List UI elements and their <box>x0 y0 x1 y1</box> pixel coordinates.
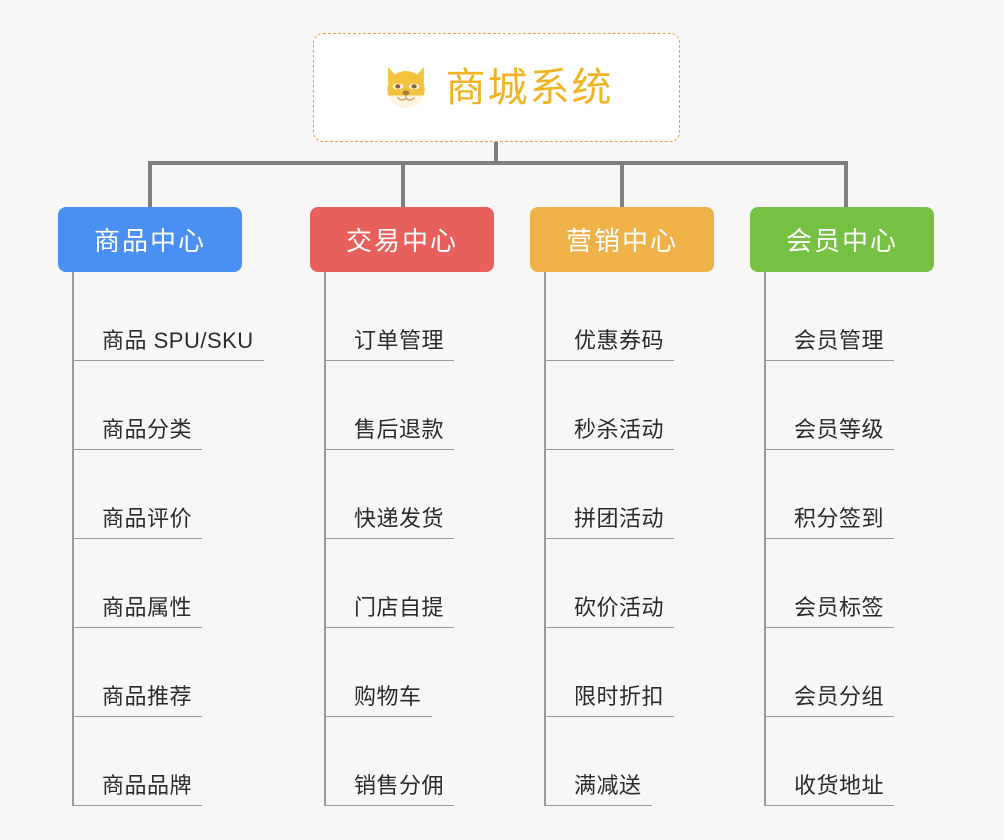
leaf-label: 秒杀活动 <box>574 417 665 442</box>
leaf-label: 订单管理 <box>354 328 445 353</box>
category-label-4: 会员中心 <box>785 226 898 256</box>
list-item[interactable]: 会员标签 <box>766 539 956 628</box>
leaf-underline <box>546 804 652 806</box>
list-item[interactable]: 限时折扣 <box>546 628 736 717</box>
leaf-underline <box>546 537 674 539</box>
leaf-underline <box>546 448 674 450</box>
leaf-label: 限时折扣 <box>574 684 665 709</box>
list-item[interactable]: 快递发货 <box>326 450 516 539</box>
leaf-underline <box>326 537 454 539</box>
leaf-list-1: 商品 SPU/SKU 商品分类 商品评价 商品属性 商品推荐 商品品牌 <box>72 272 264 806</box>
leaf-underline <box>326 448 454 450</box>
list-item[interactable]: 销售分佣 <box>326 717 516 806</box>
connector-drop-1 <box>148 161 152 207</box>
leaf-underline <box>326 715 432 717</box>
leaf-label: 快递发货 <box>354 506 445 531</box>
leaf-label: 商品品牌 <box>102 773 193 798</box>
list-item[interactable]: 门店自提 <box>326 539 516 628</box>
leaf-label: 优惠券码 <box>574 328 665 353</box>
list-item[interactable]: 商品品牌 <box>74 717 264 806</box>
leaf-underline <box>74 715 202 717</box>
leaf-underline <box>766 448 894 450</box>
leaf-label: 满减送 <box>574 773 642 798</box>
category-label-2: 交易中心 <box>345 226 458 256</box>
category-header-1[interactable]: 商品中心 <box>58 207 242 272</box>
leaf-underline <box>326 359 454 361</box>
leaf-list-4: 会员管理 会员等级 积分签到 会员标签 会员分组 收货地址 <box>764 272 956 806</box>
leaf-label: 商品属性 <box>102 595 193 620</box>
list-item[interactable]: 会员管理 <box>766 272 956 361</box>
list-item[interactable]: 会员等级 <box>766 361 956 450</box>
category-label-1: 商品中心 <box>93 226 206 256</box>
leaf-label: 会员分组 <box>794 684 885 709</box>
leaf-label: 收货地址 <box>794 773 885 798</box>
leaf-list-3: 优惠券码 秒杀活动 拼团活动 砍价活动 限时折扣 满减送 <box>544 272 736 806</box>
root-node[interactable]: 商城系统 <box>313 33 680 142</box>
leaf-label: 购物车 <box>354 684 422 709</box>
connector-drop-2 <box>401 161 405 207</box>
category-header-2[interactable]: 交易中心 <box>310 207 494 272</box>
leaf-underline <box>766 626 894 628</box>
list-item[interactable]: 商品属性 <box>74 539 264 628</box>
category-header-3[interactable]: 营销中心 <box>530 207 714 272</box>
leaf-label: 积分签到 <box>794 506 885 531</box>
leaf-label: 商品 SPU/SKU <box>102 328 254 353</box>
leaf-underline <box>766 804 894 806</box>
leaf-label: 商品分类 <box>102 417 193 442</box>
connector-horizontal-bus <box>148 161 848 165</box>
category-label-3: 营销中心 <box>565 226 678 256</box>
list-item[interactable]: 售后退款 <box>326 361 516 450</box>
list-item[interactable]: 秒杀活动 <box>546 361 736 450</box>
leaf-label: 拼团活动 <box>574 506 665 531</box>
leaf-underline <box>546 626 674 628</box>
branch-marketing-center: 营销中心 优惠券码 秒杀活动 拼团活动 砍价活动 限时折扣 <box>530 207 736 806</box>
leaf-underline <box>326 626 454 628</box>
connector-drop-4 <box>844 161 848 207</box>
leaf-underline <box>766 537 894 539</box>
leaf-label: 售后退款 <box>354 417 445 442</box>
leaf-label: 会员等级 <box>794 417 885 442</box>
list-item[interactable]: 砍价活动 <box>546 539 736 628</box>
list-item[interactable]: 商品推荐 <box>74 628 264 717</box>
leaf-underline <box>74 804 202 806</box>
leaf-label: 销售分佣 <box>354 773 445 798</box>
list-item[interactable]: 商品 SPU/SKU <box>74 272 264 361</box>
root-title: 商城系统 <box>445 65 614 110</box>
leaf-underline <box>546 715 674 717</box>
branch-product-center: 商品中心 商品 SPU/SKU 商品分类 商品评价 商品属性 商品推荐 <box>58 207 264 806</box>
leaf-list-2: 订单管理 售后退款 快递发货 门店自提 购物车 销售分佣 <box>324 272 516 806</box>
leaf-underline <box>326 804 454 806</box>
leaf-underline <box>74 448 202 450</box>
leaf-label: 商品推荐 <box>102 684 193 709</box>
list-item[interactable]: 商品评价 <box>74 450 264 539</box>
list-item[interactable]: 满减送 <box>546 717 736 806</box>
list-item[interactable]: 订单管理 <box>326 272 516 361</box>
dog-face-icon <box>386 66 425 108</box>
list-item[interactable]: 购物车 <box>326 628 516 717</box>
connector-root-stem <box>494 142 498 164</box>
list-item[interactable]: 收货地址 <box>766 717 956 806</box>
category-header-4[interactable]: 会员中心 <box>750 207 934 272</box>
leaf-label: 门店自提 <box>354 595 445 620</box>
leaf-label: 会员管理 <box>794 328 885 353</box>
leaf-label: 砍价活动 <box>574 595 665 620</box>
list-item[interactable]: 积分签到 <box>766 450 956 539</box>
leaf-underline <box>74 359 264 361</box>
leaf-underline <box>546 359 674 361</box>
branch-member-center: 会员中心 会员管理 会员等级 积分签到 会员标签 会员分组 <box>750 207 956 806</box>
list-item[interactable]: 拼团活动 <box>546 450 736 539</box>
leaf-underline <box>766 715 894 717</box>
leaf-underline <box>74 537 202 539</box>
connector-drop-3 <box>620 161 624 207</box>
leaf-label: 商品评价 <box>102 506 193 531</box>
list-item[interactable]: 优惠券码 <box>546 272 736 361</box>
leaf-label: 会员标签 <box>794 595 885 620</box>
leaf-underline <box>766 359 894 361</box>
list-item[interactable]: 商品分类 <box>74 361 264 450</box>
branch-trade-center: 交易中心 订单管理 售后退款 快递发货 门店自提 购物车 <box>310 207 516 806</box>
list-item[interactable]: 会员分组 <box>766 628 956 717</box>
leaf-underline <box>74 626 202 628</box>
